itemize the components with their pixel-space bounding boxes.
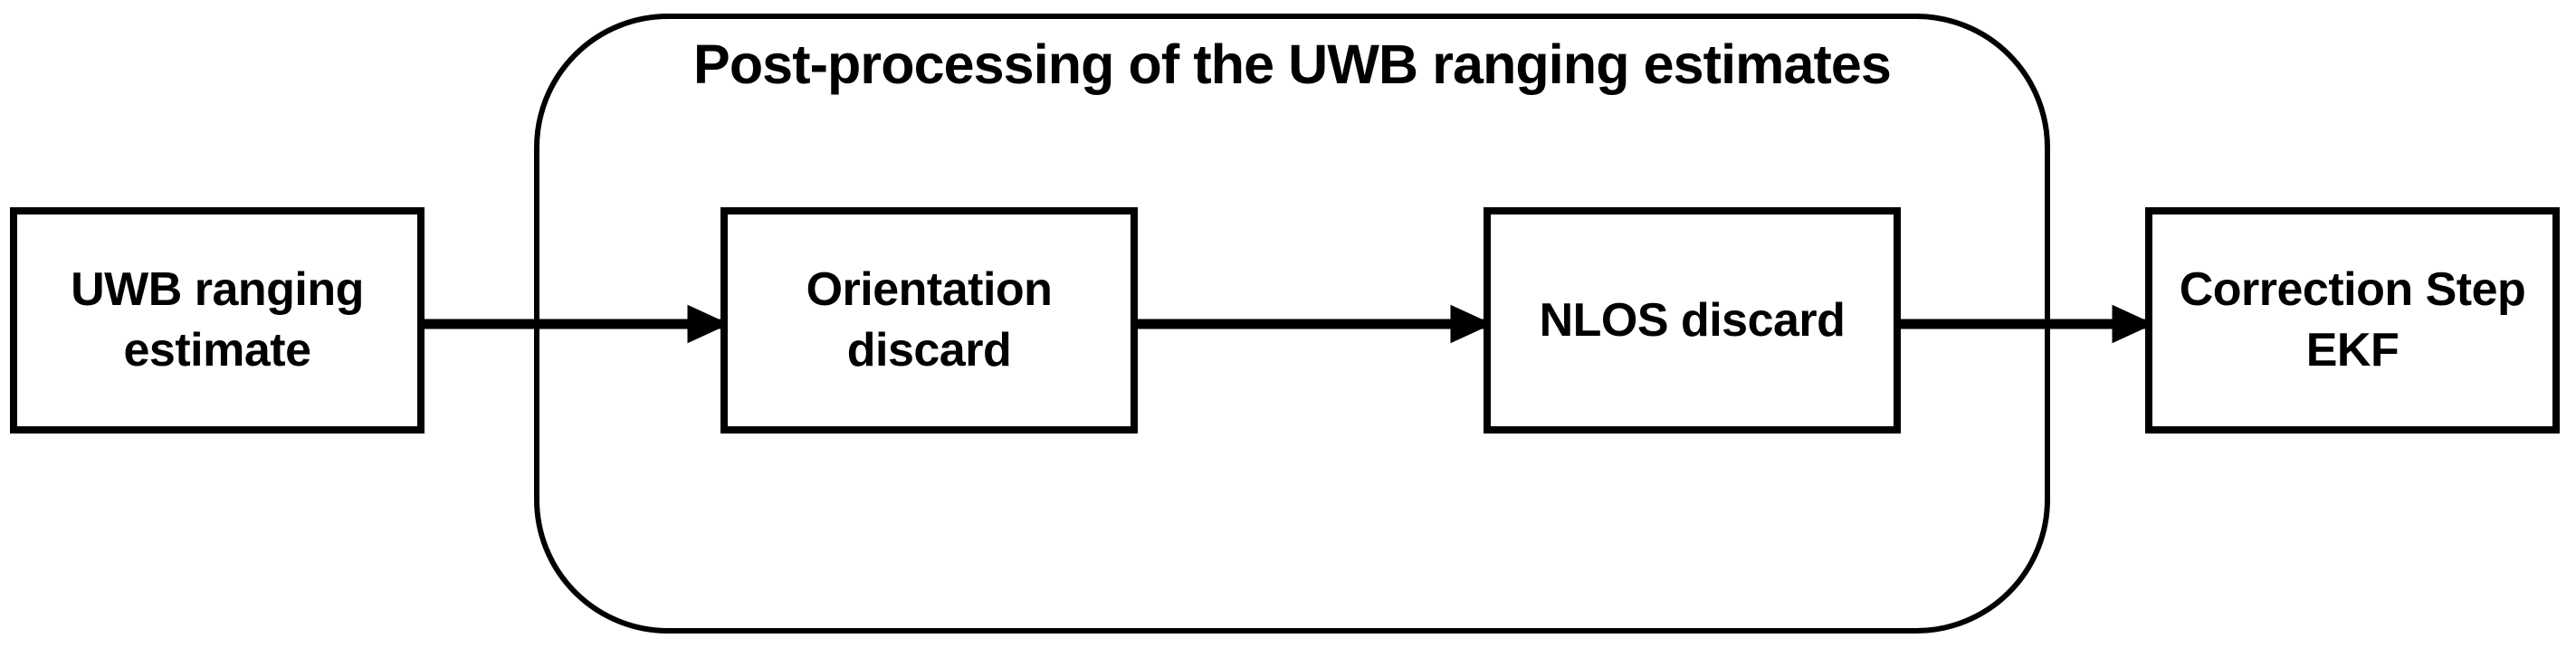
node-box-correction-step-ekf[interactable] (2145, 207, 2560, 434)
node-box-orientation-discard[interactable] (720, 207, 1138, 434)
group-title: Post-processing of the UWB ranging estim… (693, 33, 1892, 95)
node-box-uwb-ranging-estimate[interactable] (10, 207, 425, 434)
node-box-nlos-discard[interactable] (1484, 207, 1901, 434)
